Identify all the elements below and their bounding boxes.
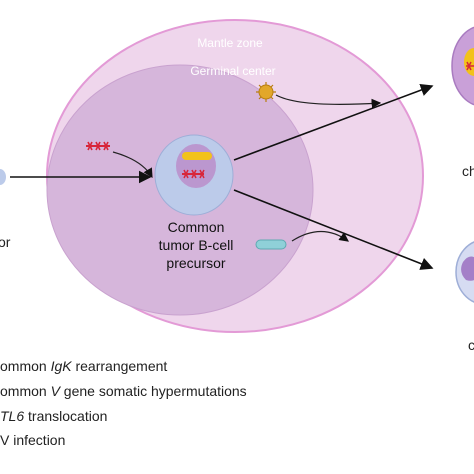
translocation-marker-icon: [182, 169, 205, 179]
curved-arrow-mutation: [291, 230, 349, 242]
legend-item-infection: V infection: [0, 432, 66, 448]
mutation-capsule-icon: [255, 239, 287, 250]
precursor-label-line3: precursor: [166, 255, 225, 271]
gene-bar-icon: [182, 152, 212, 160]
translocation-chromosome-icon: [86, 141, 110, 151]
right-top-fragment-label: ch: [462, 163, 474, 179]
upper-lymphoma-cell: [451, 26, 474, 106]
left-cell-fragment: [0, 169, 6, 185]
curved-arrow-translocation: [112, 151, 153, 179]
left-fragment-label: or: [0, 234, 11, 250]
right-bottom-fragment-label: c: [468, 337, 474, 353]
germinal-center-label: Germinal center: [190, 64, 275, 78]
mantle-zone-label: Mantle zone: [197, 36, 263, 50]
arrow-to-upper-lymphoma: [233, 83, 434, 161]
curved-arrow-virus: [275, 94, 382, 109]
legend-item-translocation: TL6 translocation: [0, 408, 108, 424]
precursor-label-line2: tumor B-cell: [159, 237, 234, 253]
legend-item-v-gene: ommon V gene somatic hypermutations: [0, 383, 247, 399]
legend-item-igk: ommon IgK rearrangement: [0, 358, 168, 374]
arrow-to-lower-lymphoma: [233, 189, 434, 270]
virus-icon: [256, 82, 276, 102]
precursor-label-line1: Common: [168, 219, 225, 235]
precursor-cell: [154, 134, 234, 216]
lower-lymphoma-cell: [455, 241, 474, 303]
